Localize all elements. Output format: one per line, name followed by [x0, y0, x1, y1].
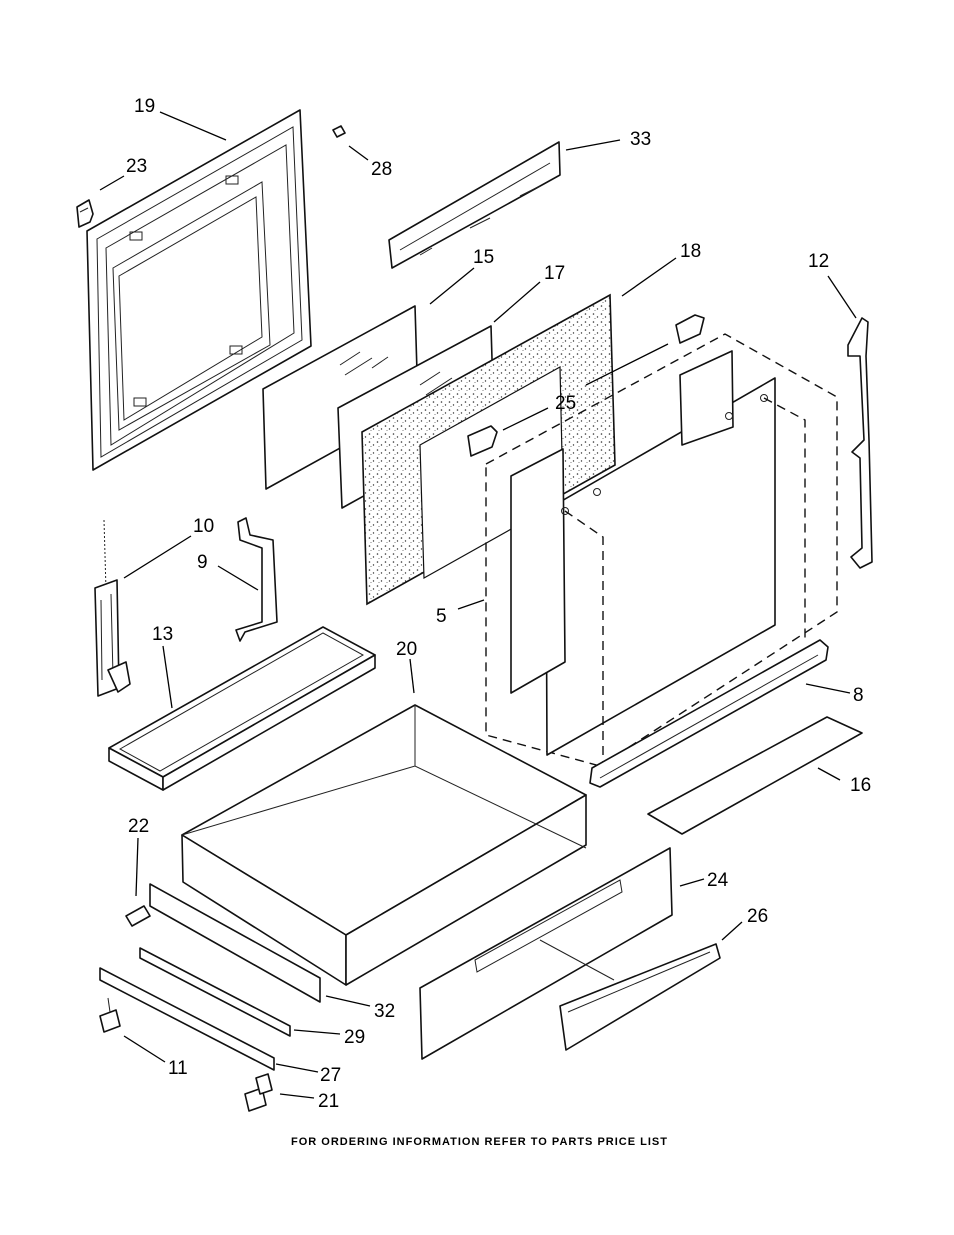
label-10: 10 — [193, 516, 214, 537]
label-33: 33 — [630, 129, 651, 150]
drawer-slide-rail — [99, 947, 291, 1071]
door-insulation — [361, 293, 616, 606]
label-24: 24 — [707, 870, 729, 891]
label-32: 32 — [374, 1001, 395, 1022]
drawer-handle — [559, 943, 721, 1051]
label-15: 15 — [473, 247, 494, 268]
label-26: 26 — [747, 906, 768, 927]
label-13: 13 — [152, 624, 173, 645]
storage-tray — [108, 626, 376, 791]
label-21: 21 — [318, 1091, 339, 1112]
door-trim — [589, 639, 829, 788]
support-bracket — [235, 517, 278, 642]
label-23: 23 — [126, 156, 147, 177]
inner-door-assembly — [485, 333, 838, 767]
side-rail — [847, 317, 873, 569]
small-clip — [332, 125, 346, 138]
label-9: 9 — [197, 552, 208, 573]
label-22: 22 — [128, 816, 149, 837]
drawer-body — [181, 704, 587, 986]
bottom-plate — [647, 716, 863, 835]
label-19: 19 — [134, 96, 155, 117]
footer-note: FOR ORDERING INFORMATION REFER TO PARTS … — [291, 1136, 668, 1148]
label-12: 12 — [808, 251, 829, 272]
leveling-leg — [99, 997, 121, 1033]
drawer-side-strip — [149, 883, 321, 1003]
screw — [125, 905, 151, 927]
leveling-leg-rear — [244, 1073, 273, 1112]
label-28: 28 — [371, 159, 392, 180]
label-25: 25 — [555, 393, 576, 414]
label-18: 18 — [680, 241, 701, 262]
label-27: 27 — [320, 1065, 341, 1086]
label-11: 11 — [168, 1058, 188, 1079]
hinge-clip — [76, 199, 94, 228]
label-5: 5 — [436, 606, 447, 627]
label-17: 17 — [544, 263, 565, 284]
door-bracket — [467, 314, 705, 457]
door-hinge — [94, 519, 131, 697]
label-16: 16 — [850, 775, 871, 796]
door-outer-panel — [86, 109, 312, 471]
label-29: 29 — [344, 1027, 365, 1048]
label-8: 8 — [853, 685, 864, 706]
leader-lines — [99, 111, 857, 1099]
label-20: 20 — [396, 639, 417, 660]
callout-labels: 19 23 28 33 15 17 18 12 25 10 9 5 13 20 … — [126, 96, 871, 1112]
vent-strip — [388, 141, 561, 269]
drawer-front — [419, 847, 673, 1060]
